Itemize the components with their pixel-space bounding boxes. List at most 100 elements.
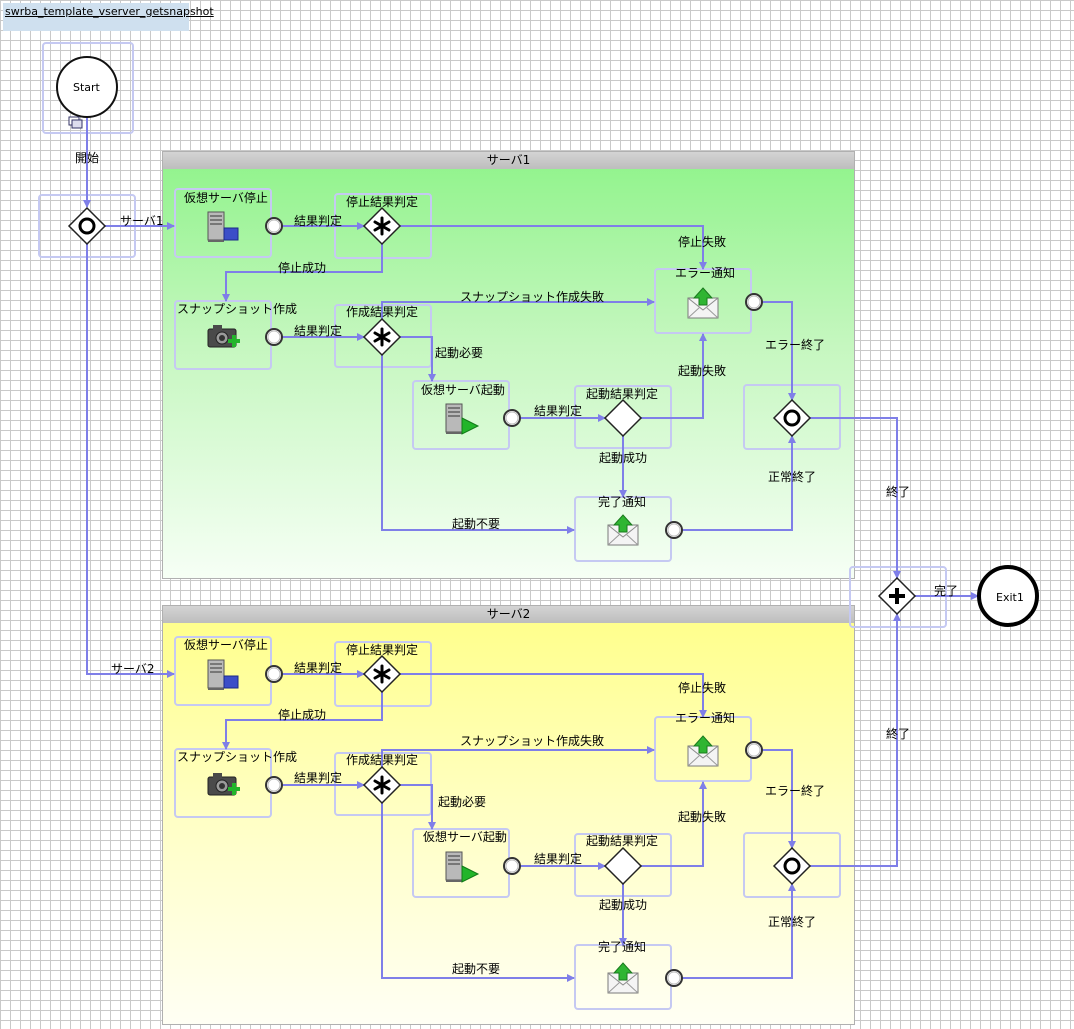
- stop-badge-icon: [223, 675, 239, 689]
- mail-done-icon: [607, 962, 639, 994]
- edge-stop-ok: [222, 244, 383, 302]
- edge-label-normal-end: 正常終了: [768, 470, 817, 484]
- server-start-icon: [445, 851, 463, 883]
- edge-label-boot-ok: 起動成功: [599, 451, 648, 465]
- ring-icon: [783, 409, 801, 427]
- edge-stop-fail: [400, 673, 707, 718]
- end-port-ring-icon: [267, 778, 281, 792]
- subprocess-icon-back: [71, 119, 83, 129]
- camera-icon: [207, 772, 241, 796]
- end-port-ring-icon: [747, 295, 761, 309]
- edge-boot-needed: [400, 336, 436, 382]
- edge-normal-end: [682, 435, 796, 531]
- asterisk-center-icon: [379, 671, 385, 677]
- edge-label-stop-ok: 停止成功: [278, 261, 327, 275]
- task-label-stop-vm: 仮想サーバ停止: [184, 191, 268, 205]
- asterisk-center-icon: [379, 223, 385, 229]
- end-port-ring-icon: [667, 523, 681, 537]
- edge-boot-fail: [641, 781, 707, 867]
- edge-label-result-check: 結果判定: [534, 852, 583, 866]
- end-port-ring-icon: [267, 219, 281, 233]
- mail-error-icon: [687, 735, 719, 767]
- edge-label-boot-unneeded: 起動不要: [452, 517, 501, 531]
- edge-label-branch-server2: サーバ2: [111, 662, 155, 676]
- edge-label-boot-fail: 起動失敗: [678, 364, 727, 378]
- swimlane-server1-header: サーバ1: [163, 152, 854, 169]
- end-port-ring-icon: [505, 859, 519, 873]
- edge-lane1-to-join: [810, 417, 901, 579]
- task-label-start-vm: 仮想サーバ起動: [421, 383, 505, 397]
- task-label-start-vm: 仮想サーバ起動: [423, 830, 507, 844]
- edge-label-snapshot-fail: スナップショット作成失敗: [460, 290, 605, 304]
- asterisk-center-icon: [379, 334, 385, 340]
- edge-stop-fail: [400, 225, 707, 270]
- start-check-gateway[interactable]: [603, 398, 643, 438]
- edge-label-snapshot-fail: スナップショット作成失敗: [460, 734, 605, 748]
- task-label-error-notify: エラー通知: [675, 266, 736, 280]
- edge-label-boot-unneeded: 起動不要: [452, 962, 501, 976]
- task-label-start-check: 起動結果判定: [586, 387, 659, 401]
- task-label-create-check: 作成結果判定: [346, 305, 419, 319]
- ring-icon: [783, 857, 801, 875]
- edge-label-normal-end: 正常終了: [768, 915, 817, 929]
- task-label-done-notify: 完了通知: [598, 940, 647, 954]
- diagram-title-tab[interactable]: swrba_template_vserver_getsnapshot: [3, 3, 214, 31]
- task-label-stop-check: 停止結果判定: [346, 643, 419, 657]
- edge-label-boot-fail: 起動失敗: [678, 810, 727, 824]
- exit-event-label: Exit1: [996, 591, 1024, 604]
- task-label-stop-vm: 仮想サーバ停止: [184, 638, 268, 652]
- start-event-label: Start: [73, 81, 100, 94]
- edge-label-branch-server1: サーバ1: [120, 214, 164, 228]
- task-label-error-notify: エラー通知: [675, 711, 736, 725]
- end-port-ring-icon: [667, 971, 681, 985]
- end-port-ring-icon: [267, 330, 281, 344]
- edge-label-result-check: 結果判定: [294, 771, 343, 785]
- edge-label-result-check: 結果判定: [294, 661, 343, 675]
- server-stop-icon: [207, 659, 225, 691]
- edge-label-error-end: エラー終了: [765, 784, 826, 798]
- edge-label-stop-fail: 停止失敗: [678, 681, 727, 695]
- edge-boot-unneeded: [381, 803, 575, 982]
- play-icon: [461, 417, 480, 435]
- swimlane-server2-header: サーバ2: [163, 606, 854, 623]
- edge-label-complete: 完了: [934, 584, 959, 598]
- edge-boot-needed: [400, 784, 436, 830]
- camera-icon: [207, 324, 241, 348]
- asterisk-center-icon: [379, 782, 385, 788]
- server-start-icon: [445, 403, 463, 435]
- edge-error-end: [762, 301, 796, 401]
- mail-error-icon: [687, 287, 719, 319]
- start-check-gateway[interactable]: [603, 846, 643, 886]
- edge-label-stop-fail: 停止失敗: [678, 235, 727, 249]
- edge-label-boot-needed: 起動必要: [438, 795, 487, 809]
- edge-normal-end: [682, 883, 796, 979]
- stop-badge-icon: [223, 227, 239, 241]
- mail-done-icon: [607, 514, 639, 546]
- edge-label-merge-1: 終了: [886, 485, 911, 499]
- start-event-circle[interactable]: [56, 56, 118, 118]
- end-port-ring-icon: [747, 743, 761, 757]
- play-icon: [461, 865, 480, 883]
- end-port-ring-icon: [505, 411, 519, 425]
- edge-stop-ok: [222, 692, 383, 750]
- edge-snapshot-fail: [381, 746, 655, 767]
- server-stop-icon: [207, 211, 225, 243]
- edge-error-end: [762, 749, 796, 849]
- task-label-create-check: 作成結果判定: [346, 753, 419, 767]
- edge-label-stop-ok: 停止成功: [278, 708, 327, 722]
- edge-label-merge-2: 終了: [886, 727, 911, 741]
- edge-label-error-end: エラー終了: [765, 338, 826, 352]
- ring-icon: [78, 217, 96, 235]
- edge-label-result-check: 結果判定: [294, 324, 343, 338]
- task-label-snapshot: スナップショット作成: [177, 750, 298, 764]
- task-label-stop-check: 停止結果判定: [346, 195, 419, 209]
- edge-split-to-lane2: [86, 244, 175, 678]
- edge-label-result-check: 結果判定: [534, 404, 583, 418]
- exit-event-circle[interactable]: [977, 565, 1039, 627]
- task-label-snapshot: スナップショット作成: [177, 302, 298, 316]
- edge-lane2-to-join: [810, 613, 901, 867]
- task-label-done-notify: 完了通知: [598, 495, 647, 509]
- edge-label-boot-ok: 起動成功: [599, 898, 648, 912]
- edge-label-boot-needed: 起動必要: [435, 346, 484, 360]
